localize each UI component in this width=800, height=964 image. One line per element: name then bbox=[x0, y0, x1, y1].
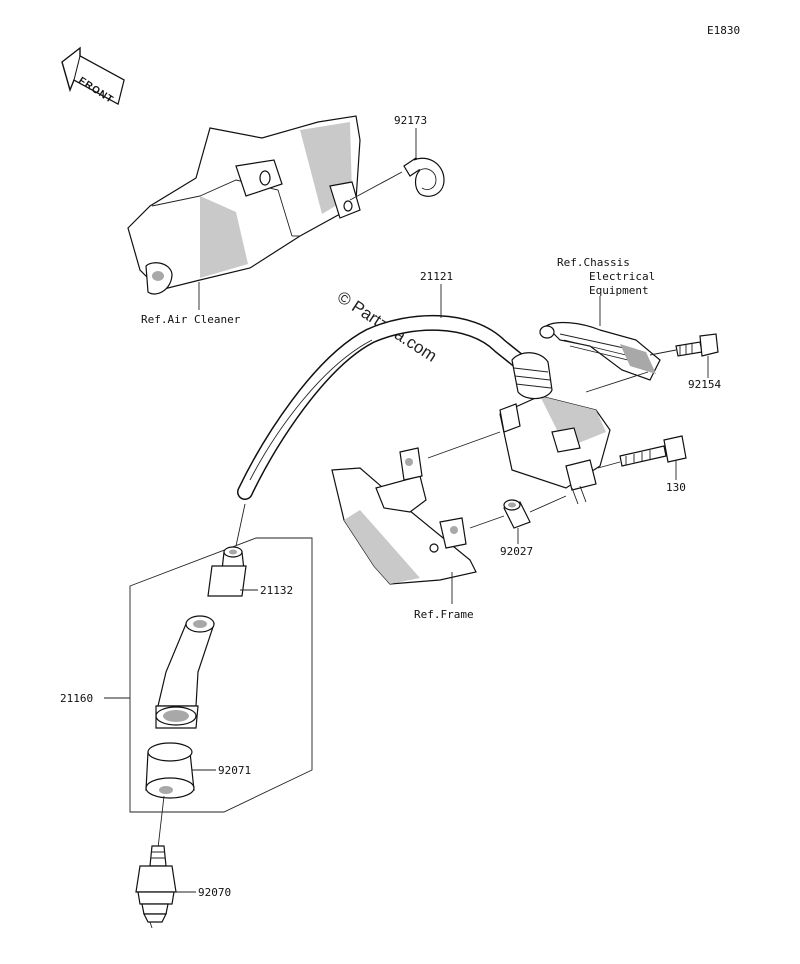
seal-21132-icon bbox=[207, 546, 247, 597]
part-92071-label: 92071 bbox=[218, 764, 251, 777]
part-92027-label: 92027 bbox=[500, 545, 533, 558]
air-cleaner-housing bbox=[127, 115, 361, 295]
spark-plug-92070-icon bbox=[135, 845, 177, 929]
ref-frame-label: Ref.Frame bbox=[414, 608, 474, 621]
ignition-coil bbox=[499, 352, 611, 505]
part-21121-label: 21121 bbox=[420, 270, 453, 283]
part-130-label: 130 bbox=[666, 481, 686, 494]
clamp-92173-icon bbox=[403, 157, 445, 197]
plug-cap-tube bbox=[155, 615, 215, 729]
ref-air-cleaner-label: Ref.Air Cleaner bbox=[141, 313, 241, 326]
part-92173-label: 92173 bbox=[394, 114, 427, 127]
bolt-130-icon bbox=[619, 435, 687, 467]
frame-bracket bbox=[331, 447, 477, 585]
ref-chassis-label-line1: Ref.Chassis bbox=[557, 256, 630, 269]
front-arrow-icon: FRONT bbox=[61, 46, 125, 106]
part-92070-label: 92070 bbox=[198, 886, 231, 899]
ref-chassis-label-line2: Electrical bbox=[589, 270, 655, 283]
diagram-code: E1830 bbox=[707, 24, 740, 37]
ignition-lead-21121 bbox=[237, 314, 528, 500]
part-21132-label: 21132 bbox=[260, 584, 293, 597]
cap-assembly-box bbox=[129, 537, 313, 813]
ref-chassis-label-line3: Equipment bbox=[589, 284, 649, 297]
collar-92027-icon bbox=[503, 499, 531, 529]
boot-92071-icon bbox=[145, 742, 195, 799]
part-21160-label: 21160 bbox=[60, 692, 93, 705]
part-92154-label: 92154 bbox=[688, 378, 721, 391]
bolt-92154-icon bbox=[675, 333, 719, 357]
chassis-harness-connector bbox=[539, 321, 661, 381]
